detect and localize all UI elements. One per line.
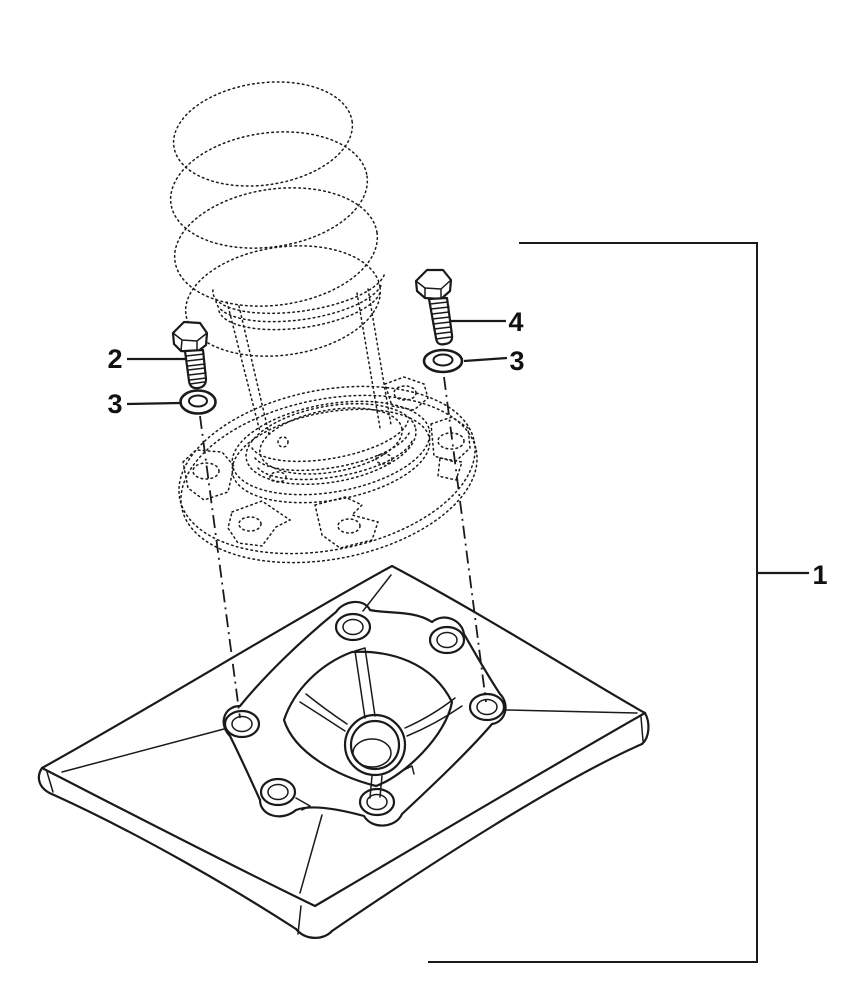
callout-1-bracket <box>428 242 809 963</box>
cylinder-vent-hole <box>277 436 289 448</box>
flange-right-lug <box>430 416 471 463</box>
bolt-left-threads <box>185 353 207 385</box>
washer-right <box>422 348 464 374</box>
boss-outer-band <box>222 600 507 827</box>
callout-labels: 2 3 4 3 1 <box>107 307 827 590</box>
flange-left-lug <box>182 449 235 501</box>
washer-left <box>179 389 217 415</box>
boss-ribs <box>295 647 463 811</box>
leader-3-right <box>463 356 508 363</box>
plate-rim-seams <box>46 716 644 935</box>
cylinder-leg-reference <box>212 271 413 481</box>
flange-top-lug-hole <box>393 385 417 401</box>
foot-plate <box>37 564 650 939</box>
callout-1-label: 1 <box>812 560 827 590</box>
central-bore <box>343 713 407 777</box>
hex-bolt-right <box>414 268 454 346</box>
callout-leaders <box>126 319 508 406</box>
callout-2-label: 2 <box>107 344 122 374</box>
flange-left-lug-hole <box>192 462 220 480</box>
hex-bolt-left <box>171 320 209 390</box>
boss-inner-pocket <box>282 650 454 788</box>
centerline-left <box>199 415 241 719</box>
flange-top-lug <box>384 376 429 411</box>
assembly-centerlines <box>199 376 487 719</box>
leader-3-left <box>126 401 181 406</box>
flange-pocket-left <box>227 500 292 547</box>
centerline-right <box>443 376 487 703</box>
callout-3-left-label: 3 <box>107 389 122 419</box>
boss-bolt-holes <box>223 612 506 817</box>
bolt-right-threads <box>429 301 452 340</box>
callout-3-right-label: 3 <box>509 346 524 376</box>
callout-4-label: 4 <box>508 307 523 337</box>
flange-pocket-right <box>314 496 379 549</box>
plate-creases <box>61 574 638 894</box>
